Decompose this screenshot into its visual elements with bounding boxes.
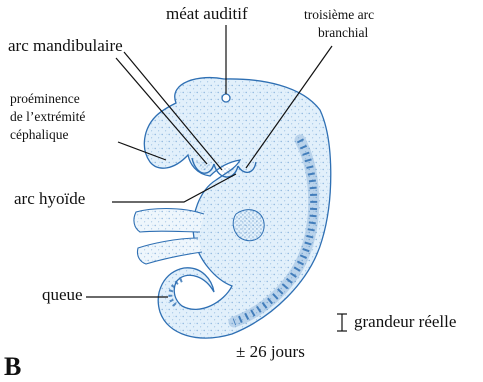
label-age: ± 26 jours — [236, 342, 305, 362]
embryo-body — [144, 78, 330, 338]
label-troisieme-arc: troisième arc branchial — [304, 6, 374, 42]
label-arc-hyoide: arc hyoïde — [14, 189, 85, 209]
label-proeminence-line-3: céphalique — [10, 126, 85, 144]
label-proeminence: proéminence de l’extrémité céphalique — [10, 90, 85, 145]
label-troisieme-line-1: troisième arc — [304, 6, 374, 24]
label-meat-auditif: méat auditif — [166, 4, 248, 24]
label-queue: queue — [42, 285, 83, 305]
label-proeminence-line-1: proéminence — [10, 90, 85, 108]
label-grandeur-reelle: grandeur réelle — [354, 312, 456, 332]
heart-bulge — [233, 210, 264, 241]
label-arc-mandibulaire: arc mandibulaire — [8, 36, 123, 56]
scale-bar — [337, 314, 347, 331]
auditory-pit — [222, 94, 230, 102]
label-proeminence-line-2: de l’extrémité — [10, 108, 85, 126]
label-troisieme-line-2: branchial — [304, 24, 374, 42]
embryo-figure: méat auditif troisième arc branchial arc… — [0, 0, 483, 367]
